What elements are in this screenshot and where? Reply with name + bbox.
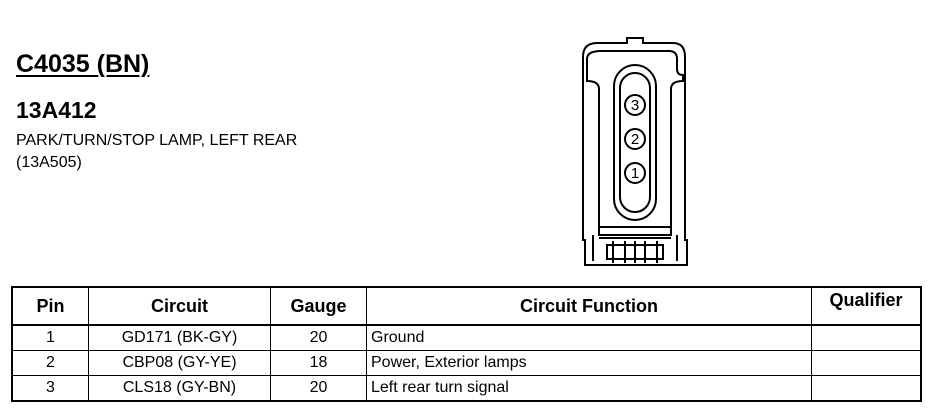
cell-circuit: CLS18 (GY-BN)	[88, 375, 271, 402]
cell-qualifier	[811, 324, 922, 351]
table-row: 3 CLS18 (GY-BN) 20 Left rear turn signal	[11, 375, 922, 402]
cell-circuit-function: Ground	[366, 324, 812, 351]
cell-gauge: 20	[270, 324, 367, 351]
header-circuit-function: Circuit Function	[366, 286, 812, 326]
cell-circuit: GD171 (BK-GY)	[88, 324, 271, 351]
description-line-2: (13A505)	[16, 154, 82, 171]
cell-circuit-function: Power, Exterior lamps	[366, 350, 812, 376]
pin-circuit-table: Pin Circuit Gauge Circuit Function Quali…	[11, 286, 922, 402]
cell-circuit-function: Left rear turn signal	[366, 375, 812, 402]
cell-pin: 2	[11, 350, 89, 376]
table-row: 1 GD171 (BK-GY) 20 Ground	[11, 324, 922, 351]
cell-qualifier	[811, 350, 922, 376]
table-row: 2 CBP08 (GY-YE) 18 Power, Exterior lamps	[11, 350, 922, 376]
pin-cavity	[613, 64, 657, 221]
connector-face-drawing: 3 2 1	[582, 37, 688, 266]
pin-2-circle	[624, 128, 646, 150]
cell-pin: 3	[11, 375, 89, 402]
cell-gauge: 20	[270, 375, 367, 402]
header-qualifier: Qualifier	[811, 286, 922, 326]
connector-inner-housing	[586, 50, 684, 236]
cell-circuit: CBP08 (GY-YE)	[88, 350, 271, 376]
pin-1-label: 1	[631, 165, 639, 182]
connector-id-title: C4035 (BN)	[16, 50, 150, 78]
connector-outer-housing	[582, 37, 688, 266]
header-circuit: Circuit	[88, 286, 271, 326]
table-header-row: Pin Circuit Gauge Circuit Function Quali…	[11, 286, 922, 326]
pin-2-label: 2	[631, 131, 639, 148]
cell-pin: 1	[11, 324, 89, 351]
description-line-1: PARK/TURN/STOP LAMP, LEFT REAR	[16, 132, 298, 149]
part-number: 13A412	[16, 97, 97, 123]
header-gauge: Gauge	[270, 286, 367, 326]
pin-3-circle	[624, 94, 646, 116]
header-pin: Pin	[11, 286, 89, 326]
pin-1-circle	[624, 162, 646, 184]
cell-gauge: 18	[270, 350, 367, 376]
cell-qualifier	[811, 375, 922, 402]
connector-description: PARK/TURN/STOP LAMP, LEFT REAR (13A505)	[16, 130, 297, 174]
pin-3-label: 3	[631, 97, 639, 114]
